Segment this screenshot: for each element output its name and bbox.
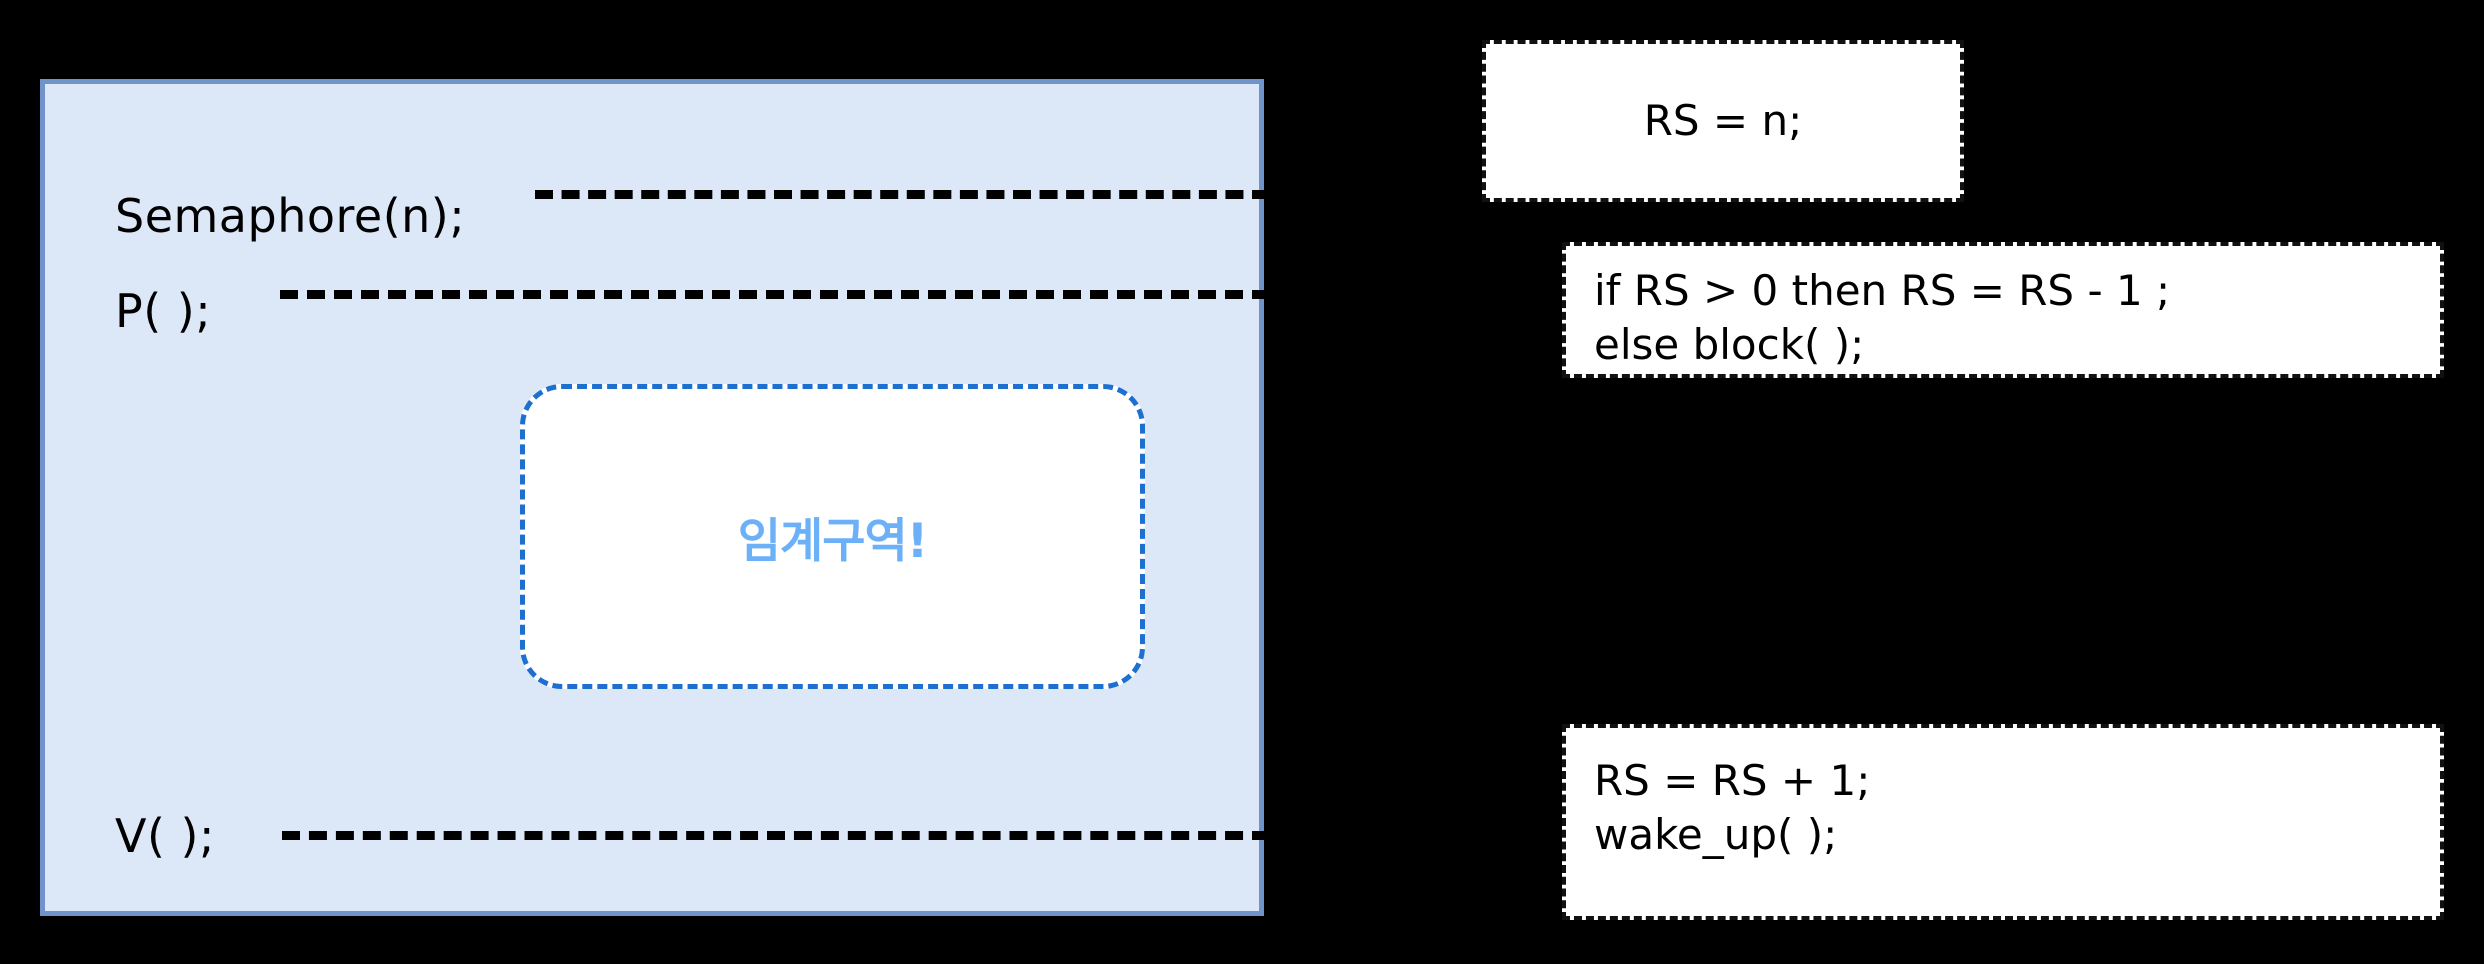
v-operation-label: V( );: [115, 809, 215, 863]
declaration-connector-line: [535, 190, 1270, 199]
critical-section-box: 임계구역!: [520, 384, 1145, 689]
p-operation-connector-line: [280, 290, 1270, 299]
semaphore-panel: Semaphore(n); P( ); 임계구역! V( );: [40, 79, 1270, 916]
v-operation-connector-line: [282, 831, 1270, 840]
semaphore-declaration-label: Semaphore(n);: [115, 189, 466, 243]
note-rs-initialization: RS = n;: [1482, 40, 1964, 202]
critical-section-label: 임계구역!: [737, 514, 928, 569]
note-rs-initialization-text: RS = n;: [1643, 96, 1803, 146]
note-p-operation-body: if RS > 0 then RS = RS - 1 ; else block(…: [1562, 242, 2444, 378]
p-operation-label: P( );: [115, 284, 212, 338]
note-v-operation-body: RS = RS + 1; wake_up( );: [1562, 724, 2444, 920]
